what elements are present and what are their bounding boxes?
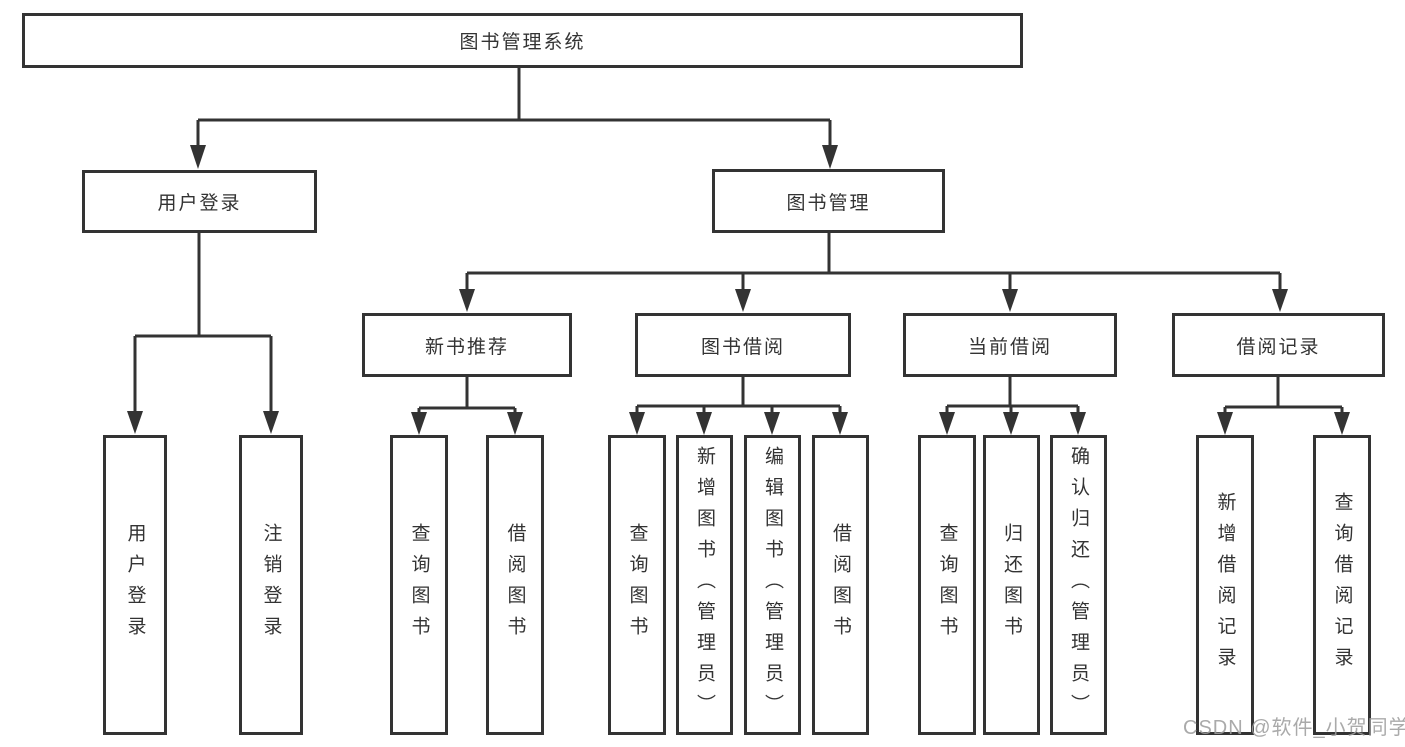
connector-user-to-leaves: [133, 233, 273, 412]
arrowhead: [735, 289, 751, 312]
arrowhead: [507, 412, 523, 435]
leaf-borrow-edit-admin-label: 编辑图书（管理员）: [762, 445, 783, 725]
leaf-borrow-edit-admin: 编辑图书（管理员）: [744, 435, 801, 735]
arrowhead: [411, 412, 427, 435]
leaf-borrow-query-label: 查询图书: [626, 523, 648, 647]
connector-borrow-to-leaves: [635, 377, 842, 413]
leaf-logout-label: 注销登录: [260, 523, 282, 647]
node-new-book-recommend: 新书推荐: [362, 313, 572, 377]
node-root: 图书管理系统: [22, 13, 1023, 68]
arrowhead: [1002, 289, 1018, 312]
node-current-borrow: 当前借阅: [903, 313, 1117, 377]
leaf-records-query-label: 查询借阅记录: [1331, 492, 1353, 678]
node-current-borrow-label: 当前借阅: [967, 336, 1052, 358]
node-new-book-recommend-label: 新书推荐: [424, 336, 509, 358]
leaf-logout: 注销登录: [239, 435, 303, 735]
arrowhead: [764, 412, 780, 435]
leaf-current-query-label: 查询图书: [936, 523, 958, 647]
leaf-user-login: 用户登录: [103, 435, 167, 735]
leaf-current-return-label: 归还图书: [1001, 523, 1022, 647]
node-borrow-records: 借阅记录: [1172, 313, 1385, 377]
leaf-borrow-borrow-label: 借阅图书: [830, 523, 851, 647]
arrowhead: [190, 145, 206, 169]
leaf-borrow-borrow: 借阅图书: [812, 435, 869, 735]
connector-newbooks-to-leaves: [417, 377, 517, 413]
leaf-current-query: 查询图书: [918, 435, 976, 735]
arrowhead: [1272, 289, 1288, 312]
connector-current-to-leaves: [945, 377, 1080, 413]
arrowhead: [822, 145, 838, 169]
node-borrow-records-label: 借阅记录: [1236, 336, 1321, 358]
leaf-borrow-add-admin: 新增图书（管理员）: [676, 435, 733, 735]
leaf-user-login-label: 用户登录: [124, 523, 146, 647]
arrowhead: [1334, 412, 1350, 435]
arrowhead: [629, 412, 645, 435]
leaf-current-confirm-admin: 确认归还（管理员）: [1050, 435, 1107, 735]
node-user-login-label: 用户登录: [157, 193, 242, 214]
arrowhead: [1217, 412, 1233, 435]
node-book-borrow: 图书借阅: [635, 313, 851, 377]
arrowhead: [1070, 412, 1086, 435]
arrowhead: [939, 412, 955, 435]
leaf-newbooks-borrow: 借阅图书: [486, 435, 544, 735]
leaf-current-return: 归还图书: [983, 435, 1040, 735]
leaf-records-query: 查询借阅记录: [1313, 435, 1371, 735]
arrowhead: [127, 411, 143, 434]
node-book-borrow-label: 图书借阅: [700, 336, 785, 358]
arrowhead: [263, 411, 279, 434]
leaf-newbooks-query: 查询图书: [390, 435, 448, 735]
connector-root-to-level1: [196, 68, 832, 146]
leaf-current-confirm-admin-label: 确认归还（管理员）: [1068, 445, 1089, 725]
arrowhead: [1003, 412, 1019, 435]
node-book-management: 图书管理: [712, 169, 945, 233]
connector-records-to-leaves: [1223, 377, 1344, 413]
leaf-borrow-query: 查询图书: [608, 435, 666, 735]
arrowhead: [696, 412, 712, 435]
leaf-borrow-add-admin-label: 新增图书（管理员）: [694, 445, 715, 725]
arrowhead: [459, 289, 475, 312]
arrowhead: [832, 412, 848, 435]
node-book-management-label: 图书管理: [786, 192, 871, 214]
node-root-label: 图书管理系统: [459, 32, 586, 53]
node-user-login: 用户登录: [82, 170, 317, 233]
leaf-newbooks-query-label: 查询图书: [408, 523, 430, 647]
csdn-watermark: CSDN @软件_小贺同学: [1183, 717, 1405, 739]
leaf-records-add: 新增借阅记录: [1196, 435, 1254, 735]
leaf-records-add-label: 新增借阅记录: [1214, 492, 1236, 678]
arrowheads: [127, 145, 1350, 435]
connector-book-to-level2: [465, 233, 1282, 290]
leaf-newbooks-borrow-label: 借阅图书: [504, 523, 526, 647]
